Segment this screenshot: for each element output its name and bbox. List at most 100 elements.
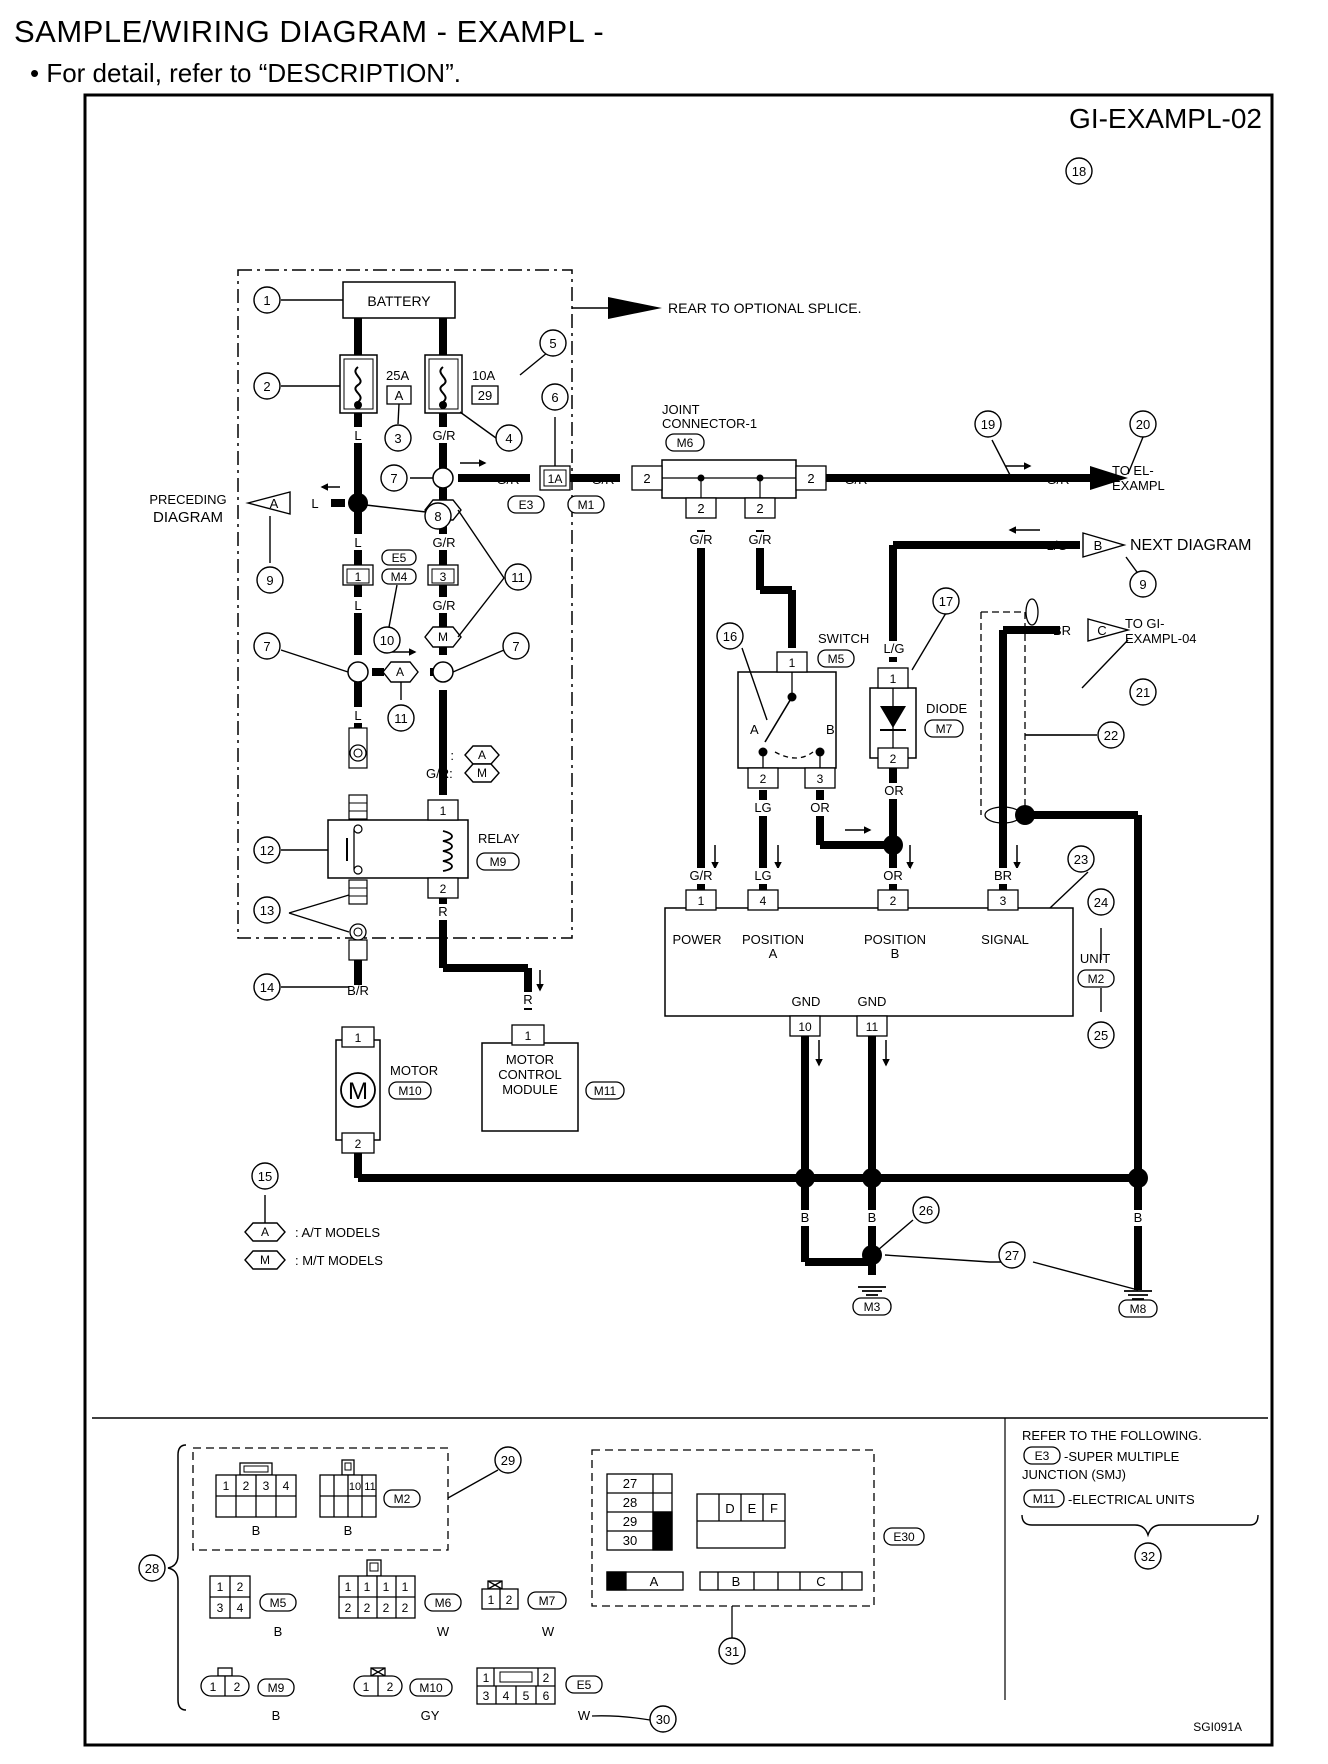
connector-m10: [353, 1667, 403, 1697]
unit-pos-a-label-1: POSITION: [742, 932, 804, 947]
m2a-cell-3: 3: [263, 1479, 270, 1493]
e30-cell-b: B: [732, 1574, 741, 1589]
wire-label-gr-5: G/R: [591, 472, 614, 487]
callout-2: 2: [263, 379, 270, 394]
wire-label-or-2: OR: [884, 783, 904, 798]
rear-to-splice-label: REAR TO OPTIONAL SPLICE.: [668, 300, 861, 316]
callout-3: 3: [394, 431, 401, 446]
splice-point-or: [883, 835, 903, 855]
joint-label-1: JOINT: [662, 402, 700, 417]
callout-10: 10: [380, 633, 394, 648]
switch-pos-a: A: [750, 722, 759, 737]
connector-m5: [209, 1575, 251, 1619]
m10-color: GY: [421, 1708, 440, 1723]
unit-box: [664, 907, 1074, 1017]
next-diagram-tag: B: [1094, 538, 1103, 553]
option-at-tag-1: A: [396, 665, 404, 679]
m6-cell-t3: 1: [383, 1580, 390, 1594]
callout-21: 21: [1136, 685, 1150, 700]
option-mt-marker-2: [424, 626, 462, 648]
wire-label-lslg: L/G: [1047, 538, 1068, 553]
unit-gnd-label-2: GND: [858, 994, 887, 1009]
switch: [737, 651, 837, 789]
legend-tag-m10: M10: [419, 1681, 443, 1695]
wire-label-gr-10: G/R: [689, 868, 712, 883]
diode-pin-2: 2: [890, 752, 897, 766]
wire-label-l-4: L: [354, 708, 361, 723]
connector-m2-b: [319, 1459, 377, 1518]
callout-18: 18: [1072, 164, 1086, 179]
tag-m11: M11: [594, 1084, 617, 1098]
m6-cell-t1: 1: [345, 1580, 352, 1594]
switch-pin-2: 2: [760, 772, 767, 786]
connector-m6: [338, 1559, 416, 1619]
tag-m4: M4: [391, 570, 408, 584]
callout-14: 14: [260, 980, 274, 995]
joint-label-2: CONNECTOR-1: [662, 416, 757, 431]
tag-m2: M2: [1088, 972, 1105, 986]
e30-cell-f: F: [770, 1501, 778, 1516]
callout-19: 19: [981, 417, 995, 432]
callout-6: 6: [551, 390, 558, 405]
e5-cell-3: 3: [483, 1689, 490, 1703]
relay-pin-2: 2: [440, 882, 447, 896]
motor-pin-1: 1: [355, 1031, 362, 1045]
e5-cell-2: 2: [543, 1671, 550, 1685]
unit-pos-b-label-1: POSITION: [864, 932, 926, 947]
callout-12: 12: [260, 843, 274, 858]
diode-pin-1: 1: [890, 672, 897, 686]
switch-label: SWITCH: [818, 631, 869, 646]
pin-e5-3: 3: [440, 570, 447, 584]
next-diagram-label: NEXT DIAGRAM: [1130, 537, 1252, 554]
callout-27: 27: [1005, 1248, 1019, 1263]
junction-7c: [432, 661, 454, 683]
callout-1: 1: [263, 293, 270, 308]
ground-m3: [858, 1286, 886, 1296]
tag-m5: M5: [828, 652, 845, 666]
option-at-marker-1: [382, 661, 419, 683]
unit-pin-4: 4: [760, 894, 767, 908]
legend-at-tag: A: [261, 1225, 269, 1239]
m2b-cell-10: 10: [349, 1481, 361, 1493]
m5-cell-2: 2: [237, 1580, 244, 1594]
switch-pin-1: 1: [789, 656, 796, 670]
e30-cell-c: C: [816, 1574, 825, 1589]
diode: [869, 667, 917, 769]
callout-31: 31: [725, 1644, 739, 1659]
wire-label-gr-8: G/R: [844, 472, 867, 487]
callout-17: 17: [939, 594, 953, 609]
e30-cell-30: 30: [623, 1533, 637, 1548]
legend-tag-e30: E30: [893, 1530, 915, 1544]
legend-mt-tag: M: [260, 1253, 270, 1267]
callout-30: 30: [656, 1712, 670, 1727]
m6-cell-b2: 2: [364, 1601, 371, 1615]
page-subtitle: • For detail, refer to “DESCRIPTION”.: [30, 58, 461, 88]
refer-tag-m11: M11: [1033, 1492, 1056, 1506]
jc-pin-b2: 2: [756, 501, 763, 516]
preceding-arrow: [245, 491, 291, 515]
legend-tag-m2: M2: [394, 1492, 411, 1506]
callout-16: 16: [723, 629, 737, 644]
connector-group-brace: [167, 1444, 187, 1711]
callout-11a: 11: [511, 570, 525, 585]
jc-pin-left: 2: [643, 471, 650, 486]
wire-note-l: L :: [440, 748, 454, 763]
tag-m10: M10: [398, 1084, 422, 1098]
refer-heading: REFER TO THE FOLLOWING.: [1022, 1428, 1202, 1443]
legend-tag-e5: E5: [577, 1678, 592, 1692]
wire-label-gr-7: G/R: [748, 532, 771, 547]
ref-code: SGI091A: [1193, 1720, 1242, 1734]
m2b-cell-11: 11: [364, 1481, 375, 1493]
callout-22: 22: [1104, 728, 1118, 743]
relay-pin-1: 1: [440, 804, 447, 818]
e5-cell-6: 6: [543, 1689, 550, 1703]
option-mt-tag-3: M: [477, 766, 487, 780]
wire-label-br-r: B/R: [347, 983, 369, 998]
option-mt-marker-3: [464, 763, 500, 783]
option-at-tag-2: A: [478, 748, 486, 762]
pin-e5-1: 1: [355, 570, 362, 584]
unit-pin-1: 1: [698, 894, 705, 908]
callout-7a: 7: [390, 471, 397, 486]
relay: [327, 799, 469, 899]
